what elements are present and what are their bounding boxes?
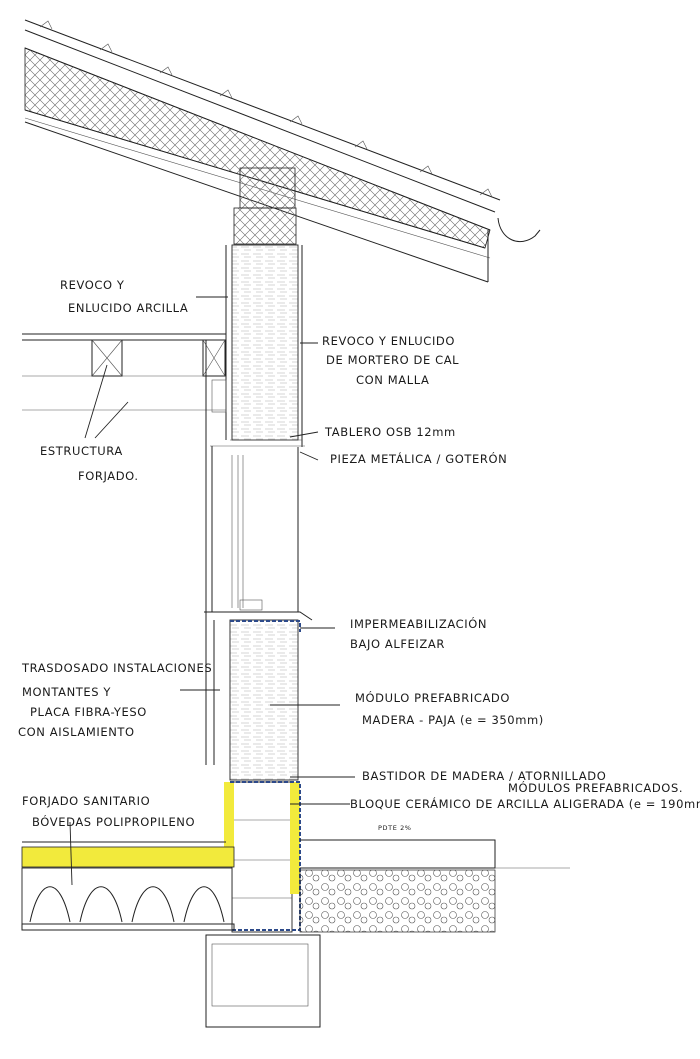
label-estructura-1: ESTRUCTURA bbox=[40, 444, 123, 458]
sill-waterproofing bbox=[230, 620, 301, 632]
leader-lines bbox=[69, 296, 355, 886]
label-modulo-1: MÓDULO PREFABRICADO bbox=[355, 690, 510, 705]
floor-insulation-layer bbox=[21, 846, 235, 868]
gutter bbox=[497, 217, 541, 242]
label-modulo-2: MADERA - PAJA (e = 350mm) bbox=[362, 713, 544, 727]
gravel-fill bbox=[299, 869, 496, 933]
label-revoco-int-2: ENLUCIDO ARCILLA bbox=[68, 301, 188, 315]
label-bastidor-1: BASTIDOR DE MADERA / ATORNILLADO bbox=[362, 769, 606, 783]
label-tablero: TABLERO OSB 12mm bbox=[324, 425, 456, 439]
label-estructura-2: FORJADO. bbox=[78, 469, 139, 483]
yellow-insulation-outer bbox=[290, 782, 300, 894]
label-imper-1: IMPERMEABILIZACIÓN bbox=[350, 616, 487, 631]
wall-top-beam bbox=[233, 207, 297, 245]
label-trasdosado-4: CON AISLAMIENTO bbox=[18, 725, 135, 739]
floor-structure bbox=[22, 333, 227, 413]
label-trasdosado-3: PLACA FIBRA-YESO bbox=[30, 705, 147, 719]
label-trasdosado-1: TRASDOSADO INSTALACIONES bbox=[21, 661, 212, 675]
label-pieza: PIEZA METÁLICA / GOTERÓN bbox=[330, 451, 507, 466]
label-bloque: BLOQUE CERÁMICO DE ARCILLA ALIGERADA (e … bbox=[350, 796, 700, 811]
label-forjado-1: FORJADO SANITARIO bbox=[22, 794, 150, 808]
label-revoco-ext-2: DE MORTERO DE CAL bbox=[326, 353, 459, 367]
label-revoco-ext-1: REVOCO Y ENLUCIDO bbox=[322, 334, 455, 348]
ceramic-block-wall bbox=[231, 781, 293, 933]
window-zone bbox=[204, 340, 313, 765]
yellow-insulation-inner bbox=[224, 782, 234, 852]
label-revoco-ext-3: CON MALLA bbox=[356, 373, 429, 387]
sanitary-slab-vaults bbox=[21, 867, 233, 925]
lower-straw-module bbox=[229, 619, 299, 781]
roof-tiles bbox=[39, 20, 493, 198]
annotation-labels: REVOCO Y ENLUCIDO ARCILLA REVOCO Y ENLUC… bbox=[18, 278, 700, 832]
label-bastidor-2: MÓDULOS PREFABRICADOS. bbox=[508, 780, 683, 795]
wall-top-plate bbox=[239, 167, 296, 209]
label-forjado-2: BÓVEDAS POLIPROPILENO bbox=[32, 814, 195, 829]
foundation-assembly bbox=[21, 781, 570, 1028]
concrete-footing bbox=[205, 934, 321, 1028]
label-revoco-int-1: REVOCO Y bbox=[60, 278, 125, 292]
label-imper-2: BAJO ALFEIZAR bbox=[350, 637, 445, 651]
upper-straw-module bbox=[231, 244, 299, 441]
label-pdte: PDTE 2% bbox=[378, 824, 412, 832]
foundation-membrane bbox=[230, 781, 301, 931]
label-trasdosado-2: MONTANTES Y bbox=[22, 685, 111, 699]
